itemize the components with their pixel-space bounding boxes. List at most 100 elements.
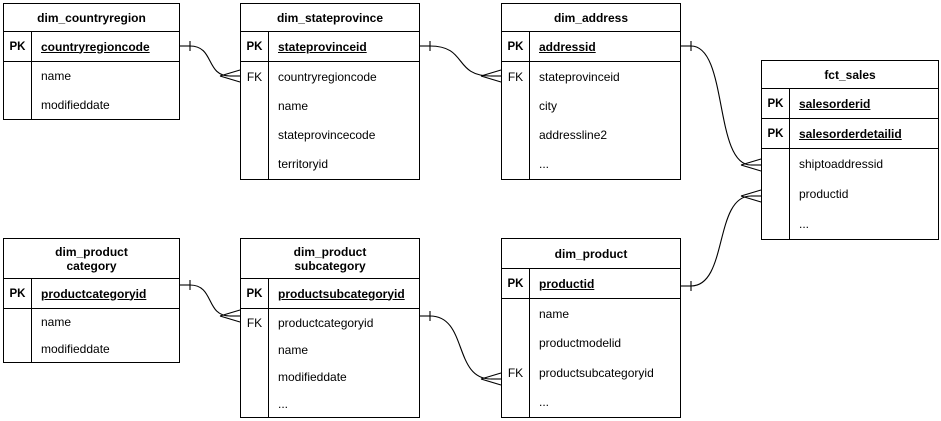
relationship-stateprovince-to-address[interactable] xyxy=(420,41,502,83)
key-spacer xyxy=(4,62,31,91)
entity-title: dim_stateprovince xyxy=(241,4,419,32)
crowfoot-prong xyxy=(219,315,241,323)
attribute-name: name xyxy=(539,306,570,321)
attribute-name: ... xyxy=(539,157,550,172)
key-spacer xyxy=(762,149,789,179)
key-spacer xyxy=(502,299,529,329)
key-spacer xyxy=(241,121,268,150)
attribute-name: productcategoryid xyxy=(278,315,374,330)
key-spacer xyxy=(762,179,789,209)
key-spacer xyxy=(502,329,529,359)
attribute-name: countryregioncode xyxy=(278,69,377,84)
key-marker: PK xyxy=(241,32,269,61)
fk-marker: FK xyxy=(507,69,524,84)
attribute-name: salesorderid xyxy=(799,96,871,111)
attribute-name: territoryid xyxy=(278,157,329,172)
key-spacer xyxy=(241,91,268,120)
fk-marker: FK xyxy=(246,69,263,84)
key-marker: PK xyxy=(241,279,269,308)
entity-title: fct_sales xyxy=(762,61,938,89)
relationship-line xyxy=(690,195,752,287)
crowfoot-prong xyxy=(740,158,762,166)
attribute-name: modifieddate xyxy=(278,369,347,384)
key-spacer xyxy=(502,121,529,150)
key-spacer xyxy=(241,336,268,363)
fk-marker: FK xyxy=(246,315,263,330)
key-spacer xyxy=(4,91,31,120)
crowfoot-prong xyxy=(219,69,241,77)
attribute-name: addressline2 xyxy=(539,128,608,143)
crowfoot-prong xyxy=(219,75,241,83)
entity-title: dim_product subcategory xyxy=(241,239,419,279)
key-spacer xyxy=(502,91,529,120)
key-column xyxy=(762,149,790,239)
attribute-name: shiptoaddressid xyxy=(799,157,884,171)
relationship-product-to-fctsales[interactable] xyxy=(681,189,762,291)
crowfoot-prong xyxy=(219,309,241,317)
attribute-name: city xyxy=(539,98,557,113)
relationship-productcategory-to-subcategory[interactable] xyxy=(180,280,241,323)
crowfoot-prong xyxy=(480,372,502,380)
relationship-line xyxy=(189,45,231,77)
key-spacer xyxy=(762,209,789,239)
attribute-name: productsubcategoryid xyxy=(278,286,405,301)
attribute-name: name xyxy=(41,69,72,84)
attribute-name: name xyxy=(278,98,309,113)
fk-marker: FK xyxy=(507,365,524,380)
relationship-subcategory-to-product[interactable] xyxy=(420,311,502,386)
key-marker: PK xyxy=(4,279,32,308)
relationship-line xyxy=(429,315,492,380)
entity-title: dim_countryregion xyxy=(4,4,179,32)
key-row[interactable]: PK productcategoryid xyxy=(4,279,179,309)
key-spacer xyxy=(241,390,268,417)
key-spacer xyxy=(502,150,529,179)
key-column: FK xyxy=(241,62,269,179)
key-marker: PK xyxy=(502,32,530,61)
crowfoot-prong xyxy=(480,69,502,77)
attribute-name: productid xyxy=(539,276,595,291)
attribute-name: productcategoryid xyxy=(41,286,147,301)
attribute-name: productsubcategoryid xyxy=(539,365,654,380)
relationship-countryregion-to-stateprovince[interactable] xyxy=(180,41,241,83)
key-spacer xyxy=(241,150,268,179)
attribute-name: modifieddate xyxy=(41,341,110,356)
key-column xyxy=(4,309,32,362)
crowfoot-prong xyxy=(480,75,502,83)
key-marker: PK xyxy=(762,119,790,148)
key-marker: PK xyxy=(4,32,32,61)
relationship-line xyxy=(189,284,231,317)
key-column xyxy=(4,62,32,119)
attribute-name: ... xyxy=(278,396,289,411)
key-row[interactable]: PK productsubcategoryid xyxy=(241,279,419,309)
key-spacer xyxy=(4,309,31,336)
relationship-address-to-fctsales[interactable] xyxy=(681,41,762,172)
entity-title: dim_product xyxy=(502,239,680,269)
attribute-name: ... xyxy=(539,395,550,410)
